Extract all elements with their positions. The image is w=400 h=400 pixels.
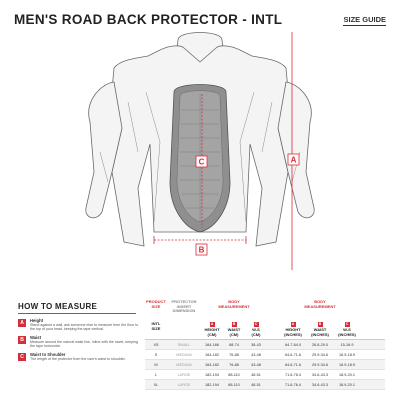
page-title: MEN'S ROAD BACK PROTECTOR - INTL: [14, 12, 283, 27]
column-ws-in: C W-S (INCHES): [338, 322, 356, 337]
measure-badge: C: [18, 352, 26, 361]
svg-text:A: A: [291, 156, 297, 165]
header-body-measurement-imperial: BODY MEASUREMENT: [304, 299, 336, 309]
measure-description: Measure around the natural waist line, i…: [30, 339, 138, 349]
measure-name: Waist to Shoulder: [30, 351, 66, 357]
how-to-item-height: A Height Stand against a wall, ask someo…: [18, 318, 140, 332]
rider-left-arm: [85, 81, 123, 219]
how-to-item-waist: B Waist Measure around the natural waist…: [18, 335, 140, 349]
label-b: B: [195, 243, 208, 256]
svg-text:B: B: [199, 246, 205, 255]
rider-figure: [85, 32, 315, 247]
rider-right-arm: [277, 81, 315, 219]
column-ws-cm: C W-S (CM): [251, 322, 261, 337]
rider-back-illustration: A C B: [50, 32, 350, 270]
measure-name: Waist: [30, 334, 42, 340]
how-to-measure-list: A Height Stand against a wall, ask someo…: [18, 318, 140, 364]
table-row: L LARGE 182-194 88-110 48-51 71.6-76.4 3…: [145, 370, 385, 380]
svg-text:C: C: [199, 158, 205, 167]
how-to-measure-title: HOW TO MEASURE: [18, 302, 98, 311]
table-group-header-row: PRODUCT SIZE PROTECTOR INSERT DIMENSION …: [145, 299, 385, 322]
measure-name: Height: [30, 318, 44, 323]
rider-back-svg: A C B: [85, 32, 315, 270]
column-waist-cm: B WAIST (CM): [227, 322, 241, 337]
table-row: S MEDIUM 164-182 76-88 43-48 64.6-71.6 2…: [145, 350, 385, 360]
table-row: XL LARGE 182-194 88-110 48-51 71.6-76.4 …: [145, 380, 385, 390]
header-body-measurement-metric: BODY MEASUREMENT: [218, 299, 250, 309]
table-row: M MEDIUM 164-182 76-88 43-48 64.6-71.6 2…: [145, 360, 385, 370]
column-height-cm: A HEIGHT (CM): [204, 322, 220, 337]
label-a: A: [287, 153, 300, 166]
measure-badge: B: [18, 335, 26, 344]
table-column-header-row: INTL SIZE A HEIGHT (CM) B WAIST (CM) C W…: [145, 321, 385, 340]
how-to-measure-divider: [18, 313, 136, 314]
table-body: XS SMALL 164-166 68-74 38-43 64.7-64.0 2…: [145, 340, 385, 390]
size-guide-link[interactable]: SIZE GUIDE: [343, 15, 386, 26]
column-height-in: A HEIGHT (INCHES): [284, 322, 302, 337]
how-to-item-waist-to-shoulder: C Waist to Shoulder The length of the pr…: [18, 352, 140, 361]
table-row: XS SMALL 164-166 68-74 38-43 64.7-64.0 2…: [145, 340, 385, 350]
column-intl-size: INTL SIZE: [151, 321, 161, 331]
measure-badge: A: [18, 319, 26, 327]
measure-description: The length of the protector from the use…: [30, 356, 126, 361]
label-c: C: [195, 155, 208, 168]
column-waist-in: B WAIST (INCHES): [311, 322, 329, 337]
header-product-size: PRODUCT SIZE: [146, 299, 166, 309]
measure-description: Stand against a wall, ask someone else t…: [30, 323, 139, 332]
column-insert: [167, 322, 201, 339]
size-table: PRODUCT SIZE PROTECTOR INSERT DIMENSION …: [145, 299, 385, 390]
header-protector-insert: PROTECTOR INSERT DIMENSION: [171, 299, 197, 314]
